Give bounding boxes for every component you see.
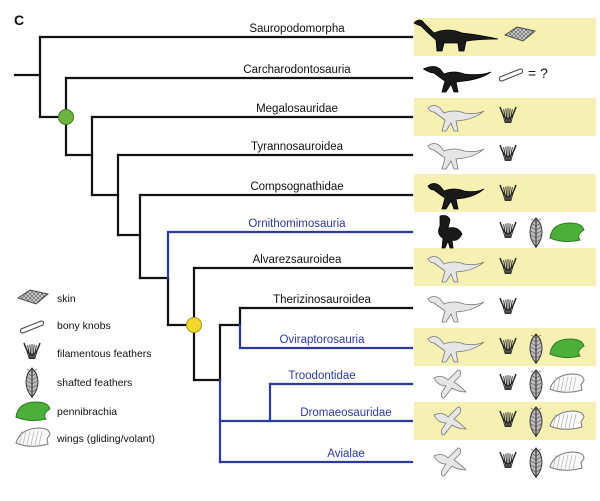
bony-knob-icon — [498, 68, 524, 82]
wing-icon — [15, 427, 51, 447]
taxon-label: Dromaeosauridae — [300, 407, 391, 419]
wing-icon — [549, 410, 585, 430]
pennibrachia-icon — [15, 401, 51, 422]
skin-icon — [16, 289, 49, 305]
taxon-label: Compsognathidae — [250, 181, 343, 193]
alvarezsaur-silhouette — [427, 256, 485, 283]
trait-icons: = ? — [498, 26, 585, 478]
filament-feather-icon — [499, 144, 517, 162]
dromaeosaur-silhouette — [433, 406, 467, 436]
carcharodontosaur-silhouette — [422, 66, 492, 93]
taxon-label: Carcharodontosauria — [243, 64, 351, 76]
unknown-marker: = ? — [528, 65, 548, 81]
taxon-label: Megalosauridae — [256, 103, 338, 115]
taxon-label: Sauropodomorpha — [249, 23, 345, 35]
filament-feather-icon — [499, 410, 517, 428]
node-marker-yellow — [186, 317, 202, 333]
oviraptorosaur-silhouette — [427, 336, 485, 363]
taxon-label: Therizinosauroidea — [273, 294, 371, 306]
filament-feather-icon — [499, 451, 517, 469]
tyrannosaur-silhouette — [427, 143, 485, 170]
taxon-label: Oviraptorosauria — [279, 334, 365, 346]
avialan-silhouette — [433, 447, 467, 477]
wing-icon — [549, 373, 585, 393]
ornithomimid-silhouette — [438, 215, 463, 249]
megalosaur-silhouette — [427, 105, 485, 132]
filament-feather-icon — [499, 257, 517, 275]
legend-label: bony knobs — [57, 320, 111, 332]
taxon-label: Ornithomimosauria — [248, 218, 346, 230]
filament-feather-icon — [499, 184, 517, 202]
filament-feather-icon — [499, 297, 517, 315]
node-marker-green — [58, 109, 74, 125]
phylogenetic-tree — [13, 35, 414, 464]
skin-icon — [503, 26, 536, 42]
panel-label: C — [14, 12, 24, 28]
filament-feather-icon — [499, 106, 517, 124]
wing-icon — [549, 451, 585, 471]
filament-feather-icon — [499, 373, 517, 391]
shafted-feather-icon — [529, 217, 543, 248]
taxon-label: Tyrannosauroidea — [251, 141, 344, 153]
legend-label: wings (gliding/volant) — [56, 433, 155, 445]
shafted-feather-icon — [529, 369, 543, 400]
filament-feather-icon — [23, 342, 41, 360]
taxon-label: Avialae — [327, 448, 365, 460]
shafted-feather-icon — [25, 367, 39, 398]
shafted-feather-icon — [529, 406, 543, 437]
compsognathid-silhouette — [427, 183, 485, 210]
bony-knob-icon — [19, 320, 45, 334]
filament-feather-icon — [499, 221, 517, 239]
legend: skin bony knobs filamentous feathers shafte… — [15, 289, 155, 447]
branch-ornithomimosauria — [166, 230, 414, 280]
filament-feather-icon — [499, 337, 517, 355]
troodontid-silhouette — [433, 369, 467, 399]
pennibrachia-icon — [549, 338, 585, 359]
legend-label: skin — [57, 293, 76, 305]
taxon-silhouettes — [413, 19, 499, 477]
pennibrachia-icon — [549, 222, 585, 243]
legend-label: pennibrachia — [57, 406, 117, 418]
therizinosaur-silhouette — [427, 296, 485, 323]
taxon-labels: SauropodomorphaCarcharodontosauriaMegalo… — [243, 23, 391, 460]
sauropod-silhouette — [413, 19, 499, 52]
taxon-label: Troodontidae — [288, 370, 355, 382]
shafted-feather-icon — [529, 333, 543, 364]
shafted-feather-icon — [529, 447, 543, 478]
legend-label: filamentous feathers — [57, 348, 152, 360]
taxon-label: Alvarezsauroidea — [253, 254, 342, 266]
legend-label: shafted feathers — [57, 377, 132, 389]
